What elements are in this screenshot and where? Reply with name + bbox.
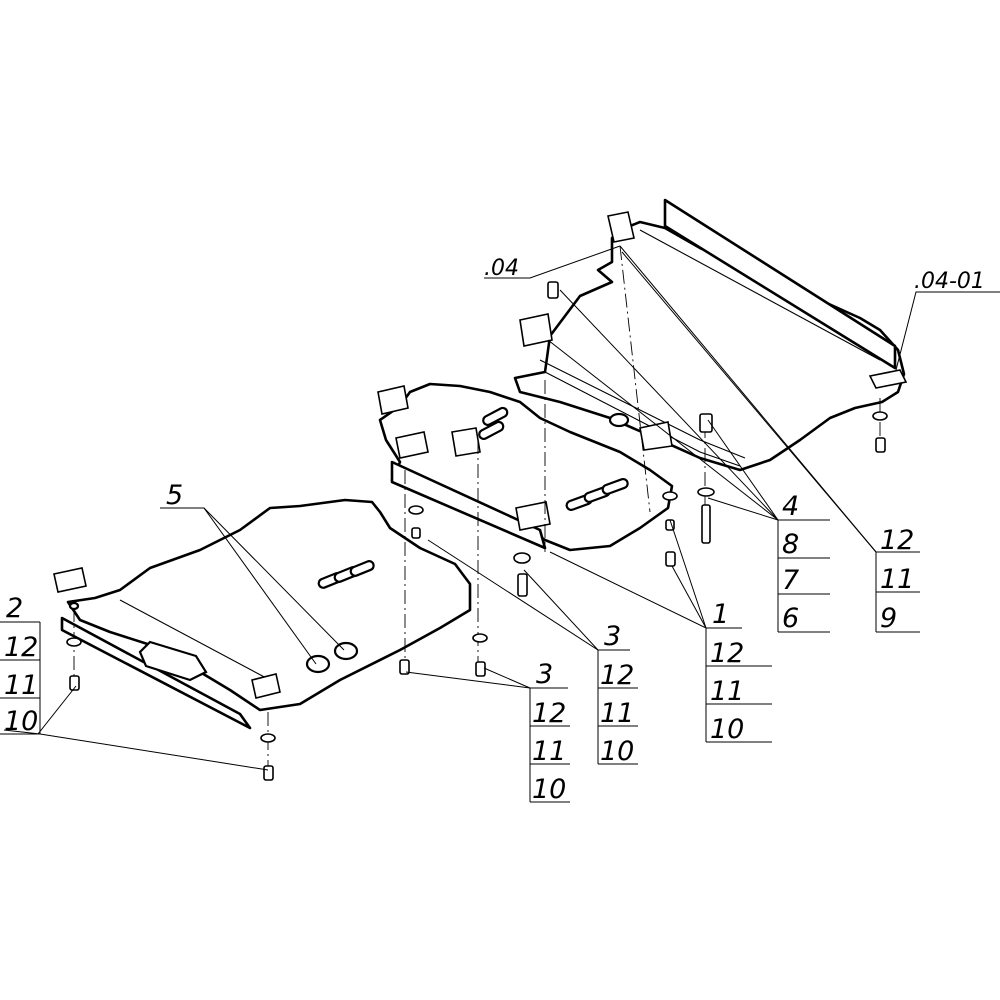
callout-12-e: 12 — [4, 632, 38, 663]
callout-table-3b — [529, 688, 570, 803]
fasteners — [66, 281, 888, 781]
callout-8: 8 — [782, 529, 799, 560]
callout-11-d: 11 — [532, 736, 566, 767]
callout-10-c: 10 — [600, 736, 634, 767]
callout-11-c: 11 — [600, 698, 634, 729]
callout-5: 5 — [166, 480, 183, 511]
callout-11-b: 11 — [710, 676, 744, 707]
rear-skid-plate — [513, 198, 908, 472]
callout-04-01: .04-01 — [914, 269, 985, 294]
callout-table-12-11-9 — [875, 552, 920, 633]
callout-11-e: 11 — [4, 670, 38, 701]
callout-12-d: 12 — [532, 698, 566, 729]
callout-11-a: 11 — [880, 564, 914, 595]
callout-7: 7 — [782, 565, 799, 596]
callout-1: 1 — [712, 599, 729, 630]
callout-4: 4 — [782, 491, 799, 522]
callout-table-2 — [0, 621, 41, 735]
callout-table-1 — [705, 628, 772, 743]
callout-04: .04 — [484, 256, 519, 281]
callout-6: 6 — [782, 603, 799, 634]
callout-12-b: 12 — [710, 638, 744, 669]
callout-10-b: 10 — [710, 714, 744, 745]
callout-9: 9 — [880, 603, 897, 634]
callout-table-4 — [777, 520, 830, 633]
middle-plate-slots — [478, 406, 629, 511]
callout-2: 2 — [6, 593, 23, 624]
front-plate-slots — [317, 560, 375, 589]
callout-12-a: 12 — [880, 525, 914, 556]
callout-table-3a — [597, 650, 638, 765]
callout-10-d: 10 — [532, 774, 566, 805]
callout-10-e: 10 — [4, 706, 38, 737]
callout-12-c: 12 — [600, 660, 634, 691]
callout-3-a: 3 — [604, 621, 621, 652]
callout-3-b: 3 — [536, 659, 553, 690]
front-skid-plate — [53, 498, 472, 730]
